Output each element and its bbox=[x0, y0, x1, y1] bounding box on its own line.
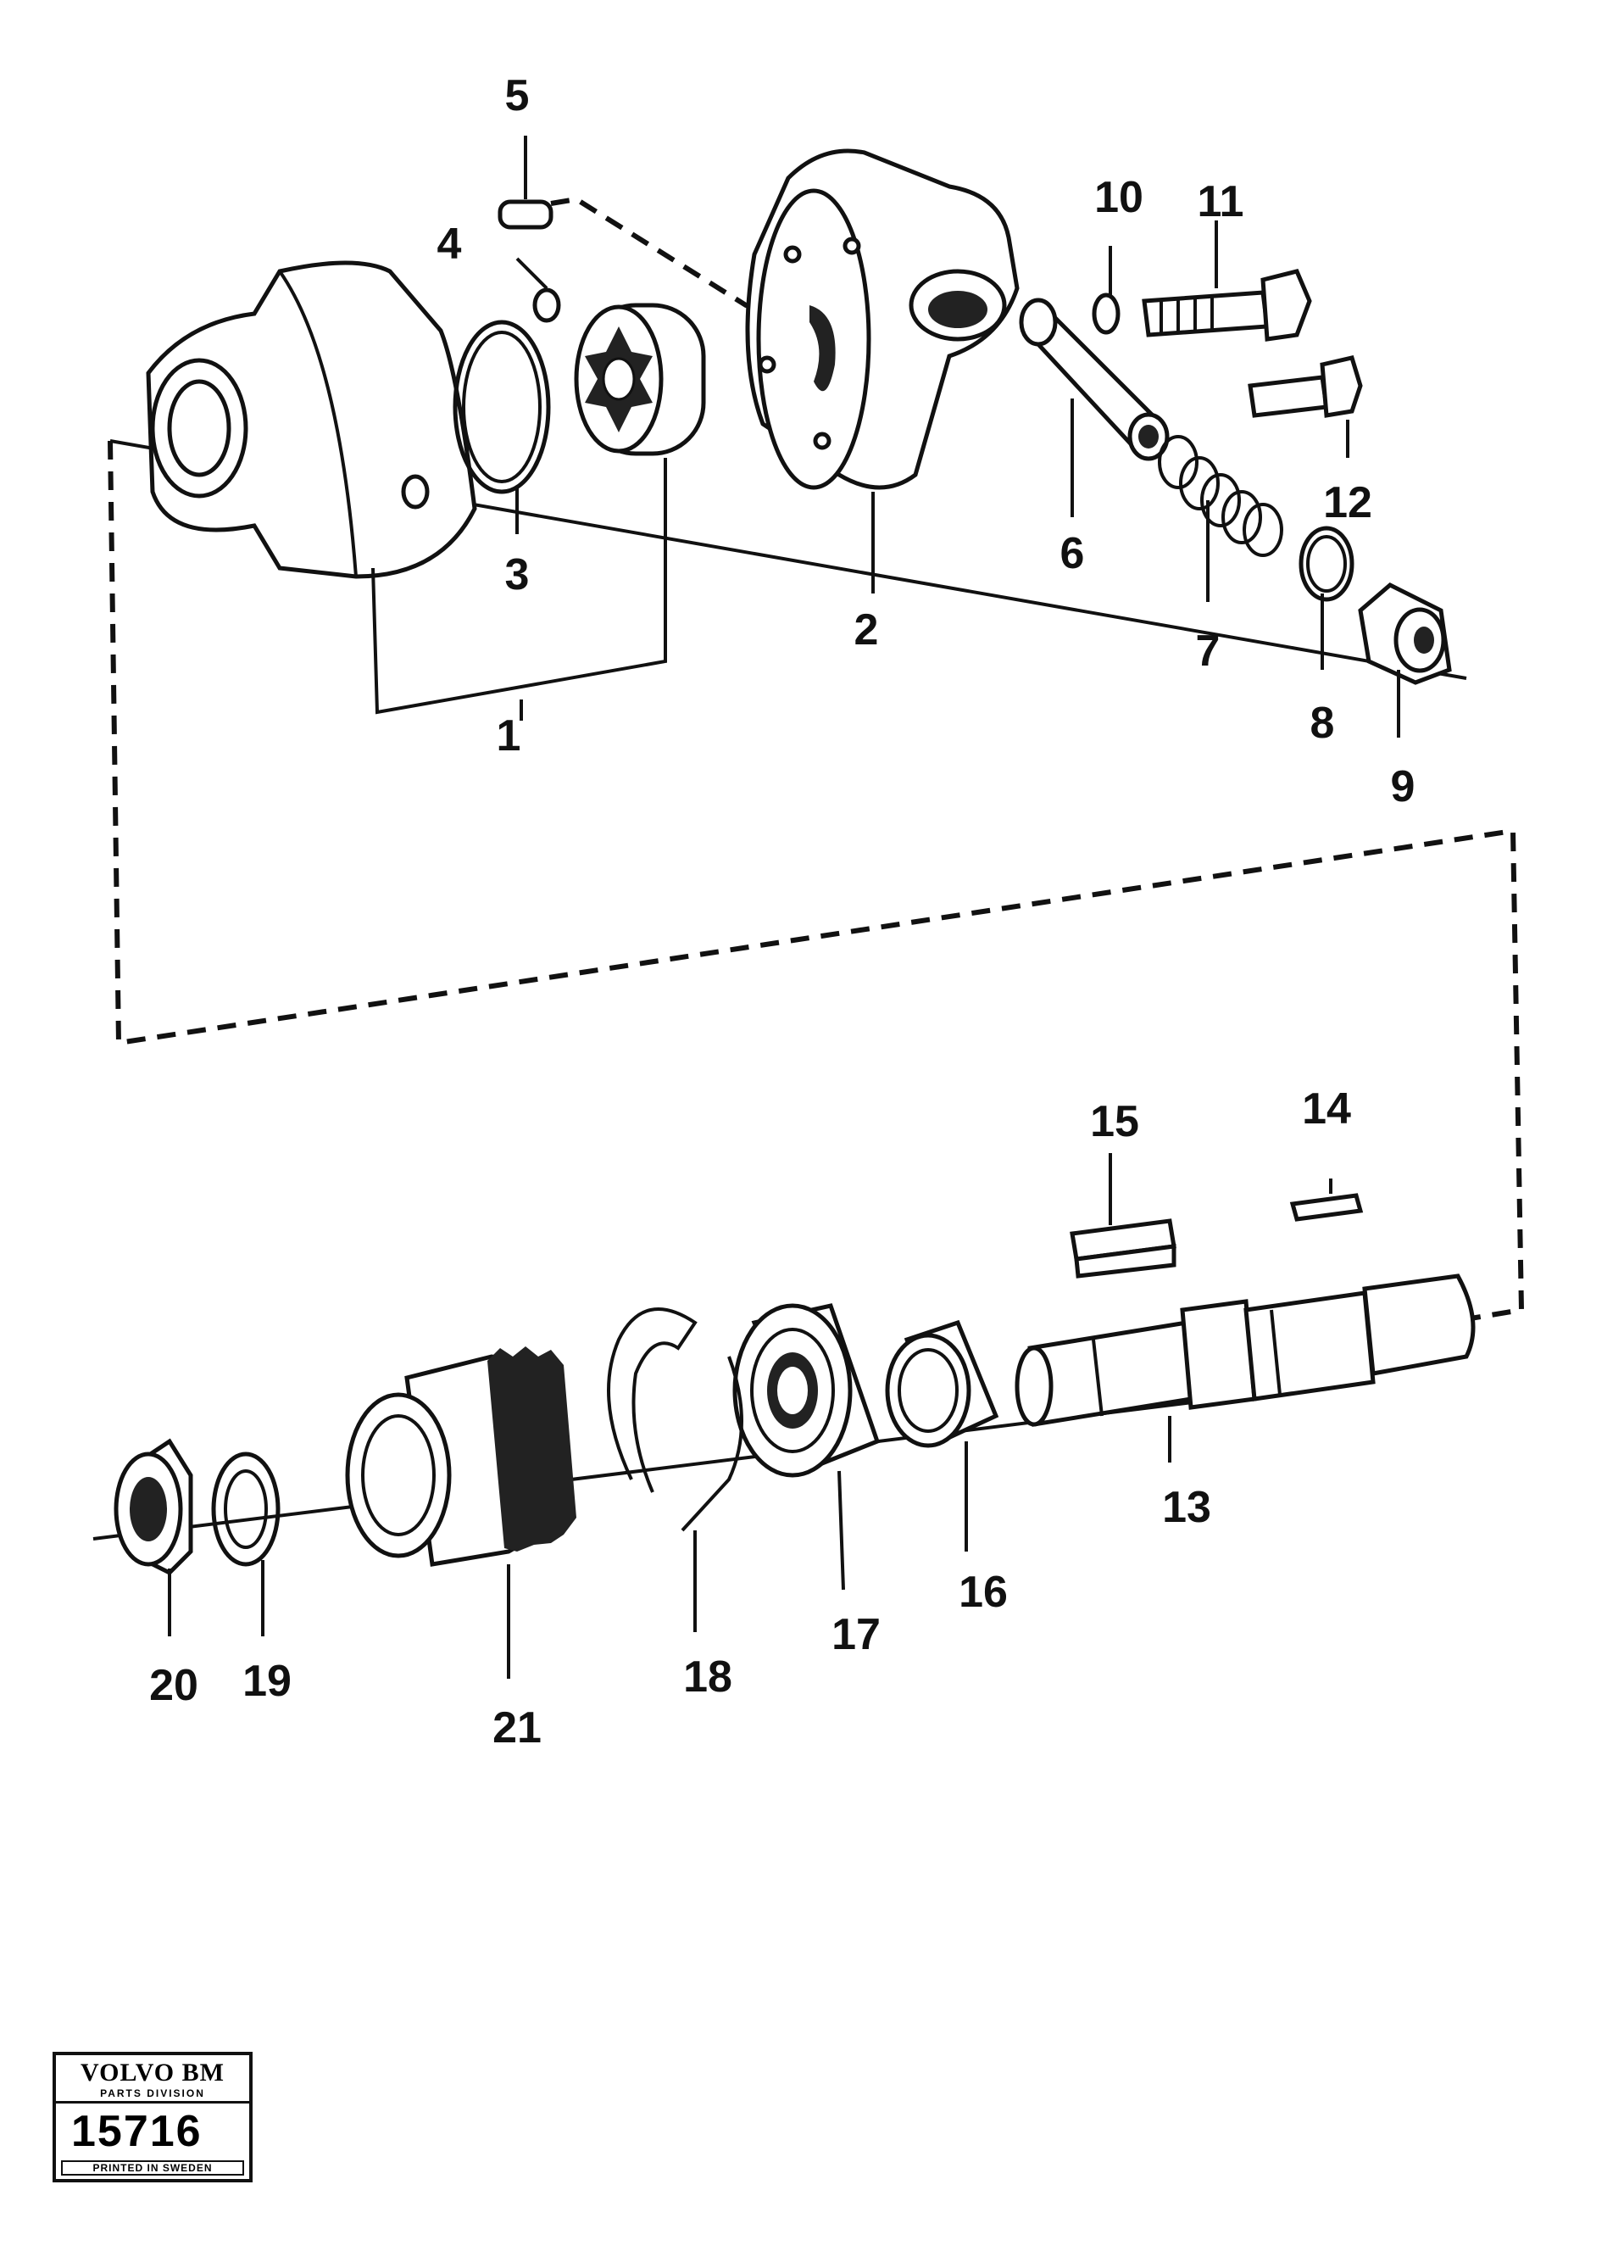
callout-3: 3 bbox=[505, 550, 530, 599]
plug-part bbox=[1358, 582, 1452, 685]
seal-ring-part bbox=[885, 1319, 999, 1448]
small-washer-part bbox=[532, 287, 561, 323]
pump-cover bbox=[745, 148, 1020, 490]
callout-5: 5 bbox=[505, 71, 530, 120]
small-pin-part bbox=[1289, 1193, 1364, 1222]
stamp-illustration-number: 15716 bbox=[71, 2107, 203, 2156]
leader-1 bbox=[371, 458, 667, 715]
assembly-dashed-link bbox=[108, 440, 1525, 1321]
callout-21: 21 bbox=[492, 1703, 542, 1753]
callout-2: 2 bbox=[854, 605, 879, 655]
stamp-printed-in: PRINTED IN SWEDEN bbox=[61, 2160, 244, 2176]
pin-part bbox=[498, 199, 553, 230]
volvo-bm-parts-stamp: VOLVO BM PARTS DIVISION 15716 PRINTED IN… bbox=[53, 2052, 253, 2182]
washer-part bbox=[1092, 293, 1121, 335]
lock-washer-part bbox=[211, 1452, 281, 1567]
callout-4: 4 bbox=[437, 220, 462, 269]
seal-washer-part bbox=[1299, 526, 1354, 602]
rotor-gear-part bbox=[574, 303, 706, 456]
long-bolt-part bbox=[1142, 269, 1312, 342]
callout-6: 6 bbox=[1060, 529, 1085, 578]
nut-part bbox=[114, 1438, 193, 1576]
callout-10: 10 bbox=[1094, 173, 1143, 222]
callout-16: 16 bbox=[959, 1568, 1008, 1617]
callout-15: 15 bbox=[1090, 1097, 1139, 1146]
ball-bearing-part bbox=[732, 1303, 881, 1478]
callout-9: 9 bbox=[1391, 762, 1415, 811]
callout-11: 11 bbox=[1198, 177, 1244, 226]
callout-19: 19 bbox=[242, 1657, 292, 1706]
stamp-brand: VOLVO BM bbox=[81, 2059, 225, 2087]
callout-8: 8 bbox=[1310, 699, 1335, 748]
pump-housing bbox=[146, 260, 477, 579]
spring-part bbox=[1158, 435, 1283, 557]
callout-17: 17 bbox=[831, 1610, 881, 1659]
callout-1: 1 bbox=[497, 711, 521, 761]
callout-18: 18 bbox=[683, 1652, 732, 1702]
callout-13: 13 bbox=[1162, 1483, 1211, 1532]
gear-part bbox=[345, 1346, 576, 1567]
circlip-part bbox=[607, 1307, 743, 1532]
shaft-part bbox=[1015, 1273, 1476, 1427]
valve-plunger-part bbox=[1019, 298, 1170, 461]
callout-14: 14 bbox=[1302, 1084, 1351, 1134]
callout-20: 20 bbox=[149, 1661, 198, 1710]
stamp-division: PARTS DIVISION bbox=[56, 2087, 249, 2104]
o-ring-part bbox=[453, 320, 551, 494]
pin-dashed-link bbox=[550, 196, 776, 316]
short-bolt-part bbox=[1248, 355, 1363, 418]
callout-7: 7 bbox=[1196, 627, 1221, 676]
callout-12: 12 bbox=[1323, 478, 1372, 527]
